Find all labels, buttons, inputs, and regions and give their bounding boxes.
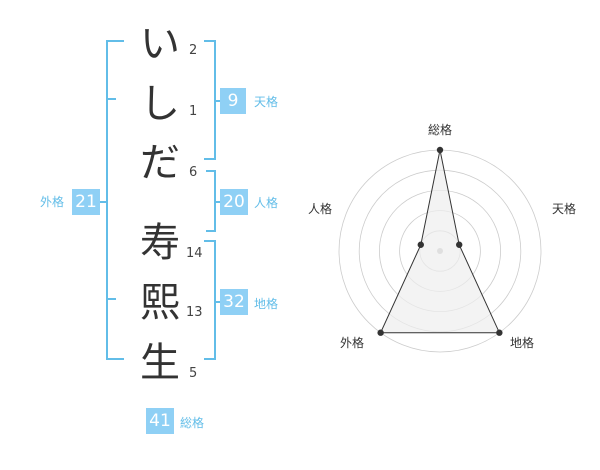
- jinkaku-bracket-top: [206, 170, 216, 172]
- radar-point-3: [496, 329, 503, 336]
- chikaku-bracket-line: [214, 240, 216, 360]
- radar-value-polygon: [379, 149, 501, 334]
- tenkaku-bracket-connector: [214, 100, 222, 102]
- radar-label-tenkaku: 天格: [552, 202, 577, 216]
- radar-point-2: [456, 241, 463, 248]
- gaikaku-bracket-notch-upper: [106, 98, 116, 100]
- gaikaku-bracket-top: [106, 40, 124, 42]
- chikaku-value: 32: [220, 289, 248, 315]
- radar-label-soukaku: 総格: [428, 123, 453, 137]
- name-char-2: し: [140, 81, 180, 127]
- jinkaku-bracket-connector: [214, 201, 222, 203]
- gaikaku-bracket-line: [106, 40, 108, 360]
- radar-point-1: [436, 146, 444, 154]
- soukaku-label: 総格: [180, 416, 205, 430]
- gaikaku-label: 外格: [40, 195, 65, 209]
- jinkaku-bracket-bottom: [206, 230, 216, 232]
- gaikaku-value: 21: [72, 189, 100, 215]
- name-char-6: 生: [140, 340, 180, 386]
- stroke-count-1: 2: [189, 43, 198, 58]
- name-char-4: 寿: [140, 220, 180, 266]
- chikaku-bracket-top: [204, 240, 216, 242]
- name-char-3: だ: [140, 140, 180, 186]
- tenkaku-label: 天格: [254, 95, 279, 109]
- gaikaku-bracket-bottom: [106, 358, 124, 360]
- chikaku-bracket-bottom: [204, 358, 216, 360]
- stroke-count-4: 14: [186, 246, 203, 261]
- stroke-count-5: 13: [186, 305, 203, 320]
- radar-label-chikaku: 地格: [510, 336, 535, 350]
- soukaku-value: 41: [146, 408, 174, 434]
- stroke-count-6: 5: [189, 366, 198, 381]
- name-char-5: 熙: [140, 280, 180, 326]
- radar-point-5: [417, 241, 424, 248]
- radar-label-gaikaku: 外格: [340, 336, 365, 350]
- jinkaku-label: 人格: [254, 196, 279, 210]
- chikaku-label: 地格: [254, 297, 279, 311]
- chikaku-bracket-connector: [214, 301, 222, 303]
- tenkaku-bracket-bottom: [204, 158, 216, 160]
- jinkaku-value: 20: [220, 189, 248, 215]
- stroke-count-2: 1: [189, 104, 198, 119]
- radar-point-4: [377, 329, 384, 336]
- name-char-1: い: [140, 21, 180, 67]
- tenkaku-value: 9: [220, 88, 246, 114]
- gaikaku-bracket-connector: [99, 201, 107, 203]
- tenkaku-bracket-top: [204, 40, 216, 42]
- gaikaku-bracket-notch-lower: [106, 298, 116, 300]
- stroke-count-3: 6: [189, 165, 198, 180]
- radar-label-jinkaku: 人格: [308, 202, 333, 216]
